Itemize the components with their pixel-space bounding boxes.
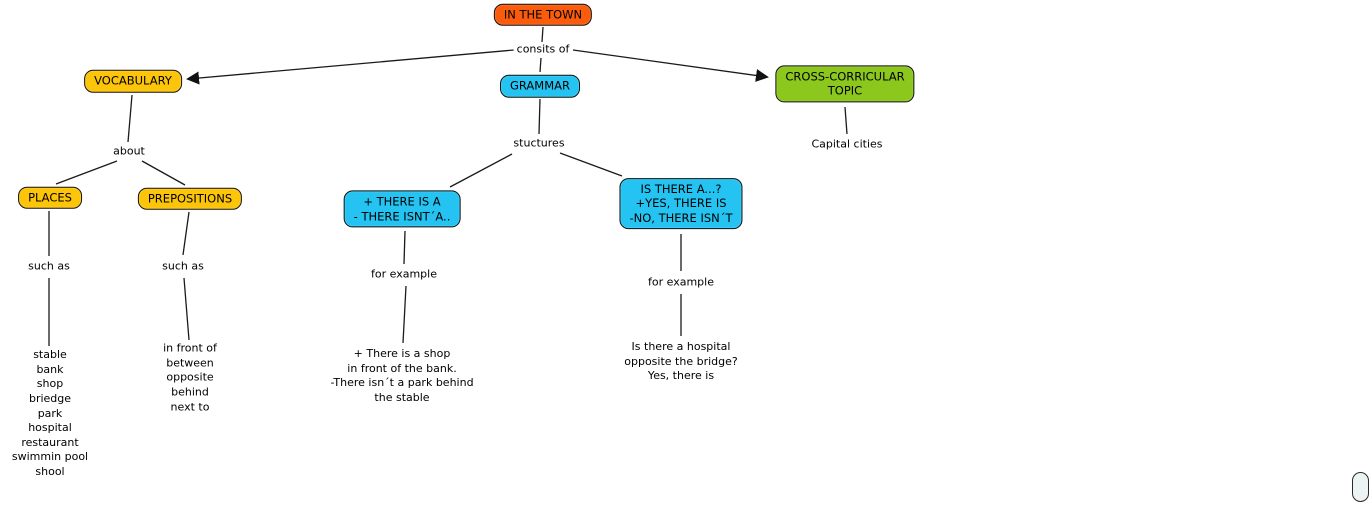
link-consists-of[interactable]: consits of <box>513 42 573 58</box>
leaf-there-is-examples[interactable]: + There is a shop in front of the bank. … <box>328 346 476 406</box>
edge-thereis-forexample <box>403 230 406 265</box>
leaf-is-there-examples[interactable]: Is there a hospital opposite the bridge?… <box>622 340 740 384</box>
edge-consistsof-grammar <box>539 57 542 73</box>
link-structures[interactable]: stuctures <box>510 136 568 152</box>
edge-vocabulary-about <box>127 94 133 143</box>
concept-in-the-town[interactable]: IN THE TOWN <box>493 3 593 26</box>
concept-grammar[interactable]: GRAMMAR <box>499 74 581 98</box>
edge-structures-isthere <box>559 152 623 177</box>
link-such-as-prepositions[interactable]: such as <box>159 259 207 275</box>
concept-is-there-a[interactable]: IS THERE A...? +YES, THERE IS -NO, THERE… <box>619 177 743 230</box>
scroll-thumb[interactable] <box>1352 472 1369 502</box>
link-for-example-is-there[interactable]: for example <box>645 275 717 291</box>
concept-prepositions[interactable]: PREPOSITIONS <box>137 187 243 210</box>
edge-suchas-prepositionslist <box>183 277 190 341</box>
concept-cross-corricular-topic[interactable]: CROSS-CORRICULAR TOPIC <box>775 64 915 103</box>
link-such-as-places[interactable]: such as <box>25 259 73 275</box>
leaf-places-list[interactable]: stable bank shop briedge park hospital r… <box>9 348 91 480</box>
link-about[interactable]: about <box>110 144 148 160</box>
concept-vocabulary[interactable]: VOCABULARY <box>84 69 182 93</box>
edge-prepositions-suchas <box>182 211 190 256</box>
edge-grammar-structures <box>538 98 541 135</box>
leaf-prepositions-list[interactable]: in front of between opposite behind next… <box>161 341 219 415</box>
concept-places[interactable]: PLACES <box>18 186 82 209</box>
edge-root-consistsof <box>541 26 544 43</box>
edge-crosstopic-capitalcities <box>844 106 848 135</box>
concept-there-is-a[interactable]: + THERE IS A - THERE ISNT´A.. <box>343 190 461 228</box>
edge-about-places <box>55 160 118 185</box>
edge-forexample-thereisexamples <box>402 285 407 344</box>
edge-consistsof-crosstopic <box>572 49 769 82</box>
leaf-capital-cities[interactable]: Capital cities <box>809 137 885 153</box>
edge-structures-thereis <box>449 153 513 188</box>
edge-about-prepositions <box>141 160 186 186</box>
link-for-example-there-is[interactable]: for example <box>368 267 440 283</box>
edge-consistsof-vocabulary <box>186 49 515 85</box>
